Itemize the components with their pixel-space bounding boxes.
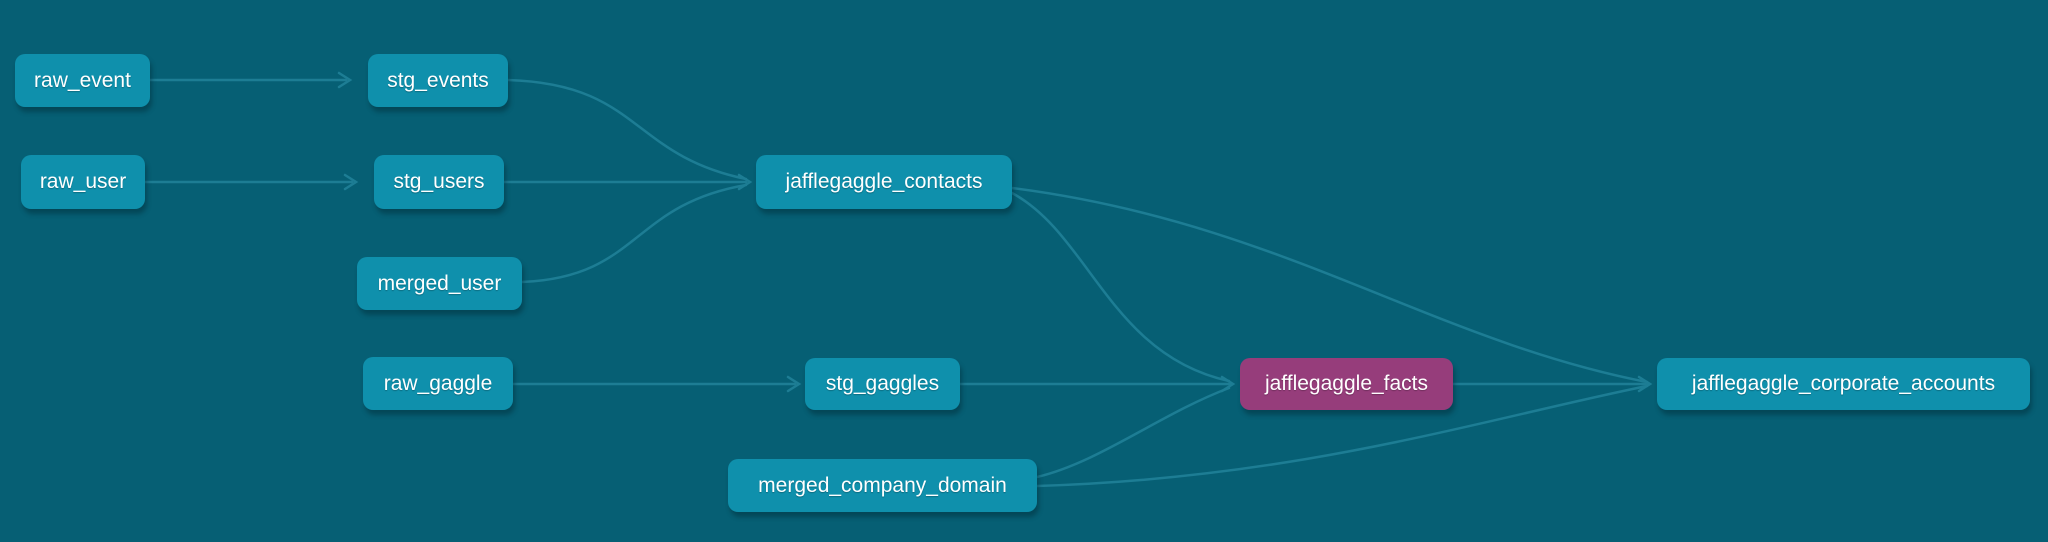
node-label: stg_events [387,68,489,92]
node-stg_users[interactable]: stg_users [374,155,504,209]
node-label: stg_users [393,170,485,193]
node-merged_user[interactable]: merged_user [357,257,522,310]
arrowhead-into-stg_users [343,173,359,191]
arrowhead-into-stg_events [337,71,353,89]
node-stg_gaggles[interactable]: stg_gaggles [805,358,960,410]
node-jafflegaggle_corporate_accounts[interactable]: jafflegaggle_corporate_accounts [1657,358,2030,410]
edge-merged_company_domain-to-jafflegaggle_facts [1035,386,1231,479]
node-jafflegaggle_facts[interactable]: jafflegaggle_facts [1240,358,1453,410]
node-raw_gaggle[interactable]: raw_gaggle [363,357,513,410]
node-label: raw_user [39,170,127,193]
edge-merged_company_domain-to-jafflegaggle_corporate_accounts [1035,384,1649,488]
node-label: raw_gaggle [383,371,493,395]
node-label: raw_event [34,68,131,92]
arrowhead-into-stg_gaggles [786,375,802,393]
node-raw_user[interactable]: raw_user [21,155,145,209]
node-label: jafflegaggle_facts [1264,372,1429,395]
node-jafflegaggle_contacts[interactable]: jafflegaggle_contacts [756,155,1012,209]
node-label: stg_gaggles [825,372,940,395]
node-raw_event[interactable]: raw_event [15,54,150,107]
edge-jafflegaggle_contacts-to-jafflegaggle_corporate_accounts [1010,186,1649,384]
node-label: merged_user [377,271,502,295]
arrowhead-into-jafflegaggle_facts [1220,375,1236,393]
node-merged_company_domain[interactable]: merged_company_domain [728,459,1037,512]
edge-jafflegaggle_contacts-to-jafflegaggle_facts [1010,191,1231,383]
node-label: merged_company_domain [758,473,1007,497]
edge-merged_user-to-jafflegaggle_contacts [520,183,748,284]
arrowhead-into-jafflegaggle_corporate_accounts [1637,375,1653,393]
node-stg_events[interactable]: stg_events [368,54,508,107]
arrowhead-into-jafflegaggle_contacts [737,173,753,191]
node-label: jafflegaggle_contacts [785,170,983,193]
node-label: jafflegaggle_corporate_accounts [1691,372,1996,395]
edge-stg_events-to-jafflegaggle_contacts [506,78,748,181]
